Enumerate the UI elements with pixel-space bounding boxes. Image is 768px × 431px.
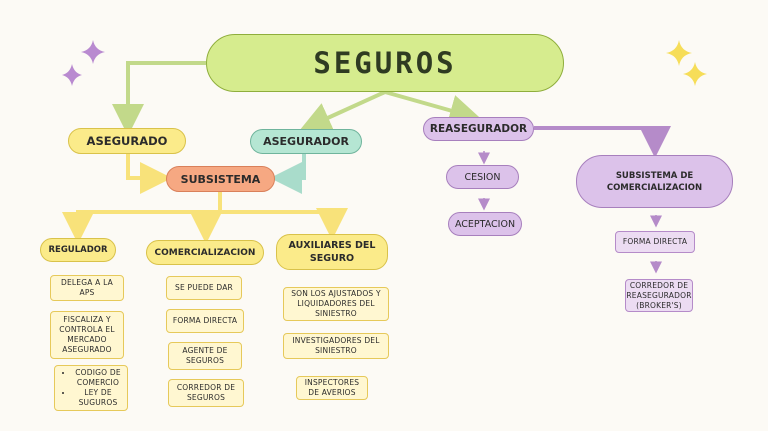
node-cesion: CESION [446, 165, 519, 189]
node-subsistema-comercializacion: SUBSISTEMA DE COMERCIALIZACION [576, 155, 733, 208]
sparkle-yellow-icon [666, 40, 707, 86]
note-agente-seguros: AGENTE DE SEGUROS [168, 342, 242, 370]
note-forma-directa-reaseguro: FORMA DIRECTA [615, 231, 695, 253]
node-regulador: REGULADOR [40, 238, 116, 262]
list-item: LEY DE SUGUROS [73, 388, 123, 408]
note-se-puede-dar: SE PUEDE DAR [166, 276, 242, 300]
asegurador-label: ASEGURADOR [263, 135, 349, 148]
node-comercializacion: COMERCIALIZACION [146, 240, 264, 265]
note-delega-aps: DELEGA A LA APS [50, 275, 124, 301]
auxiliares-label: AUXILIARES DEL SEGURO [288, 240, 376, 264]
node-reasegurador: REASEGURADOR [423, 117, 534, 141]
comercializacion-label: COMERCIALIZACION [154, 247, 256, 258]
reasegurador-label: REASEGURADOR [429, 123, 528, 135]
sparkle-purple-icon [62, 40, 105, 86]
note-corredor-reasegurador: CORREDOR DE REASEGURADOR (BROKER'S) [625, 279, 693, 312]
root-title: SEGUROS [313, 46, 457, 80]
node-subsistema: SUBSISTEMA [166, 166, 275, 192]
note-investigadores: INVESTIGADORES DEL SINIESTRO [283, 333, 389, 359]
note-forma-directa: FORMA DIRECTA [166, 309, 244, 333]
note-leyes-list: CODIGO DE COMERCIO LEY DE SUGUROS [54, 365, 128, 411]
note-ajustados: SON LOS AJUSTADOS Y LIQUIDADORES DEL SIN… [283, 287, 389, 321]
node-auxiliares: AUXILIARES DEL SEGURO [276, 234, 388, 270]
asegurado-label: ASEGURADO [86, 134, 168, 148]
root-node-seguros: SEGUROS [206, 34, 564, 92]
node-asegurador: ASEGURADOR [250, 129, 362, 154]
subsistema-label: SUBSISTEMA [180, 172, 261, 186]
note-inspectores: INSPECTORES DE AVERIOS [296, 376, 368, 400]
node-asegurado: ASEGURADO [68, 128, 186, 154]
node-aceptacion: ACEPTACION [448, 212, 522, 236]
regulador-label: REGULADOR [48, 245, 108, 255]
note-fiscaliza: FISCALIZA Y CONTROLA EL MERCADO ASEGURAD… [50, 311, 124, 359]
list-item: CODIGO DE COMERCIO [73, 368, 123, 388]
leyes-bullet-list: CODIGO DE COMERCIO LEY DE SUGUROS [59, 368, 123, 408]
note-corredor-seguros: CORREDOR DE SEGUROS [168, 379, 244, 407]
